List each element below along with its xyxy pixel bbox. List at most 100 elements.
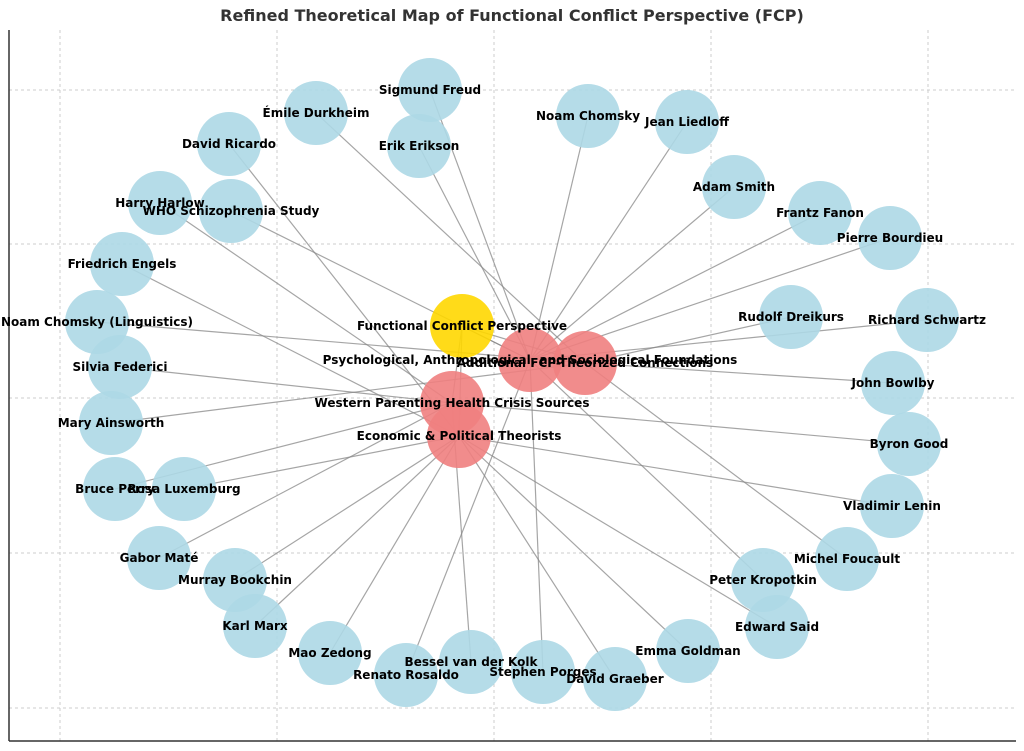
node-freud (398, 58, 462, 122)
node-said (745, 595, 809, 659)
edge-psy-kropotkin (529, 359, 764, 581)
edge-eco-zedong (329, 435, 460, 654)
labels-layer: Functional Conflict PerspectivePsycholog… (1, 83, 986, 686)
node-label-vdkolk: Bessel van der Kolk (405, 655, 539, 669)
edge-psy-smith (529, 186, 735, 361)
node-durkheim (284, 81, 348, 145)
node-label-engels: Friedrich Engels (68, 257, 177, 271)
node-label-eco: Economic & Political Theorists (357, 429, 562, 443)
node-foucault (815, 527, 879, 591)
node-label-goldman: Emma Goldman (635, 644, 740, 658)
node-label-bowlby: John Bowlby (851, 376, 935, 390)
edge-eco-lenin (458, 435, 893, 507)
edge-add-durkheim (315, 112, 586, 364)
node-label-foucault: Michel Foucault (794, 552, 901, 566)
edge-wph-harlow (159, 202, 453, 404)
node-harlow (128, 171, 192, 235)
node-label-add: Additional FCP-Theorized Connections (457, 356, 714, 370)
node-label-erikson: Erik Erikson (379, 139, 460, 153)
node-ainsworth (79, 391, 143, 455)
node-perry (83, 457, 147, 521)
node-dreikurs (759, 285, 823, 349)
node-label-freud: Sigmund Freud (379, 83, 481, 97)
node-label-fanon: Frantz Fanon (776, 206, 864, 220)
node-zedong (298, 621, 362, 685)
edge-wph-federici (119, 366, 453, 404)
edge-eco-engels (121, 263, 460, 437)
node-liedloff (655, 90, 719, 154)
edge-psy-porges (529, 359, 544, 673)
node-federici (88, 335, 152, 399)
node-label-luxemburg: Rosa Luxemburg (127, 482, 240, 496)
node-label-perry: Bruce Perry (75, 482, 155, 496)
node-label-bourdieu: Pierre Bourdieu (837, 231, 943, 245)
node-lenin (860, 474, 924, 538)
node-eco (427, 404, 491, 468)
node-label-mate: Gabor Maté (120, 551, 199, 565)
node-marx (223, 594, 287, 658)
node-label-marx: Karl Marx (222, 619, 288, 633)
edge-eco-bookchin (234, 435, 460, 581)
node-smith (702, 155, 766, 219)
node-label-zedong: Mao Zedong (288, 646, 371, 660)
node-goldman (656, 619, 720, 683)
edge-eco-goldman (458, 435, 689, 652)
edge-eco-luxemburg (183, 435, 460, 490)
node-bourdieu (858, 206, 922, 270)
nodes-layer (65, 58, 959, 711)
edge-eco-ricardo (228, 143, 460, 437)
edge-eco-graeber (458, 435, 616, 680)
edge-psy-liedloff (529, 121, 688, 361)
edge-wph-good (451, 402, 910, 445)
node-label-wph: Western Parenting Health Crisis Sources (315, 396, 590, 410)
node-label-good: Byron Good (870, 437, 949, 451)
node-label-smith: Adam Smith (693, 180, 775, 194)
node-label-bookchin: Murray Bookchin (178, 573, 292, 587)
node-label-harlow: Harry Harlow (115, 196, 204, 210)
node-engels (90, 232, 154, 296)
node-label-who: WHO Schizophrenia Study (143, 204, 320, 218)
axes (8, 30, 1016, 742)
edge-add-bowlby (584, 362, 894, 384)
diagram-title: Refined Theoretical Map of Functional Co… (220, 6, 804, 25)
edge-psy-erikson (418, 145, 531, 361)
node-add (553, 331, 617, 395)
node-label-rosaldo: Renato Rosaldo (353, 668, 459, 682)
grid (9, 30, 1016, 741)
node-good (877, 412, 941, 476)
node-label-fcp: Functional Conflict Perspective (357, 319, 567, 333)
edge-add-foucault (584, 362, 848, 560)
node-label-said: Edward Said (735, 620, 819, 634)
node-label-graeber: David Graeber (566, 672, 663, 686)
edge-psy-rosaldo (405, 359, 531, 676)
node-rosaldo (374, 643, 438, 707)
node-label-lenin: Vladimir Lenin (843, 499, 941, 513)
node-psy (498, 328, 562, 392)
edge-eco-marx (254, 435, 460, 627)
node-label-liedloff: Jean Liedloff (644, 115, 729, 129)
node-fcp (430, 294, 494, 358)
edge-add-dreikurs (584, 316, 792, 364)
node-vdkolk (439, 630, 503, 694)
node-bowlby (861, 351, 925, 415)
node-who (199, 179, 263, 243)
node-chomsky (556, 84, 620, 148)
node-label-schwartz: Richard Schwartz (868, 313, 986, 327)
node-label-chomsky: Noam Chomsky (536, 109, 640, 123)
node-schwartz (895, 288, 959, 352)
node-label-federici: Silvia Federici (73, 360, 168, 374)
node-erikson (387, 114, 451, 178)
node-mate (127, 526, 191, 590)
node-graeber (583, 647, 647, 711)
node-label-dreikurs: Rudolf Dreikurs (738, 310, 844, 324)
node-label-ricardo: David Ricardo (182, 137, 276, 151)
node-label-porges: Stephen Porges (489, 665, 596, 679)
node-label-ainsworth: Mary Ainsworth (58, 416, 165, 430)
node-label-durkheim: Émile Durkheim (263, 105, 370, 120)
node-porges (511, 640, 575, 704)
node-luxemburg (152, 457, 216, 521)
edge-wph-mate (158, 402, 453, 559)
node-label-chomskyling: Noam Chomsky (Linguistics) (1, 315, 193, 329)
node-label-psy: Psychological, Anthropological, and Soci… (323, 353, 738, 367)
